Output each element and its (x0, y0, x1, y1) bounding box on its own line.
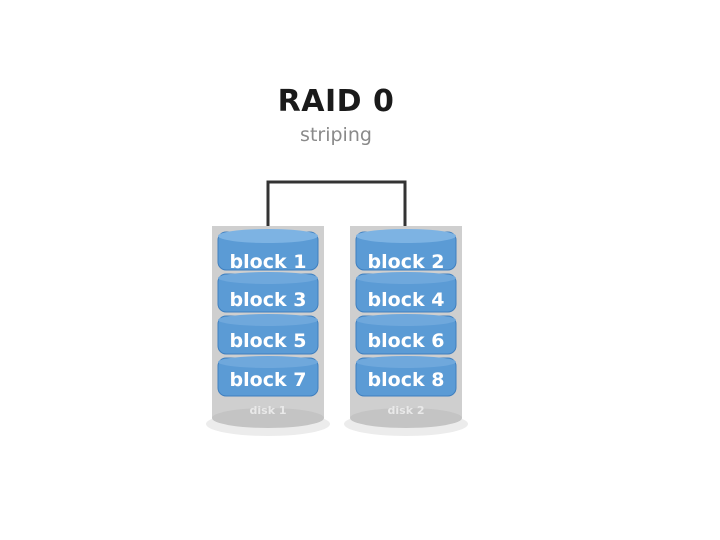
diagram-title: RAID 0 (277, 84, 395, 119)
disk-label: disk 1 (250, 404, 287, 417)
disk-2-base (350, 408, 462, 428)
diagram-subtitle: striping (300, 124, 372, 146)
disk-1-block-4 (217, 356, 319, 397)
block-label: block 1 (230, 251, 307, 273)
disk-1-block-2 (217, 272, 319, 313)
block-label: block 3 (230, 289, 307, 311)
disk-1-block-1 (217, 229, 319, 271)
controller-connector (266, 180, 407, 226)
disk-1: block 1 block 3 block 5 block 7 disk 1 (206, 226, 330, 436)
disk-2: block 2 block 4 block 6 block 8 disk 2 (344, 226, 468, 436)
disk-2-block-4 (355, 356, 457, 397)
disk-1-block-3 (217, 314, 319, 355)
block-label: block 2 (368, 251, 445, 273)
disk-label: disk 2 (388, 404, 425, 417)
disk-2-block-1 (355, 229, 457, 271)
disk-2-block-3 (355, 314, 457, 355)
block-label: block 6 (368, 330, 445, 352)
block-label: block 8 (368, 369, 445, 391)
block-label: block 7 (230, 369, 307, 391)
disk-1-base (212, 408, 324, 428)
block-label: block 4 (368, 289, 445, 311)
block-label: block 5 (230, 330, 307, 352)
disk-2-block-2 (355, 272, 457, 313)
